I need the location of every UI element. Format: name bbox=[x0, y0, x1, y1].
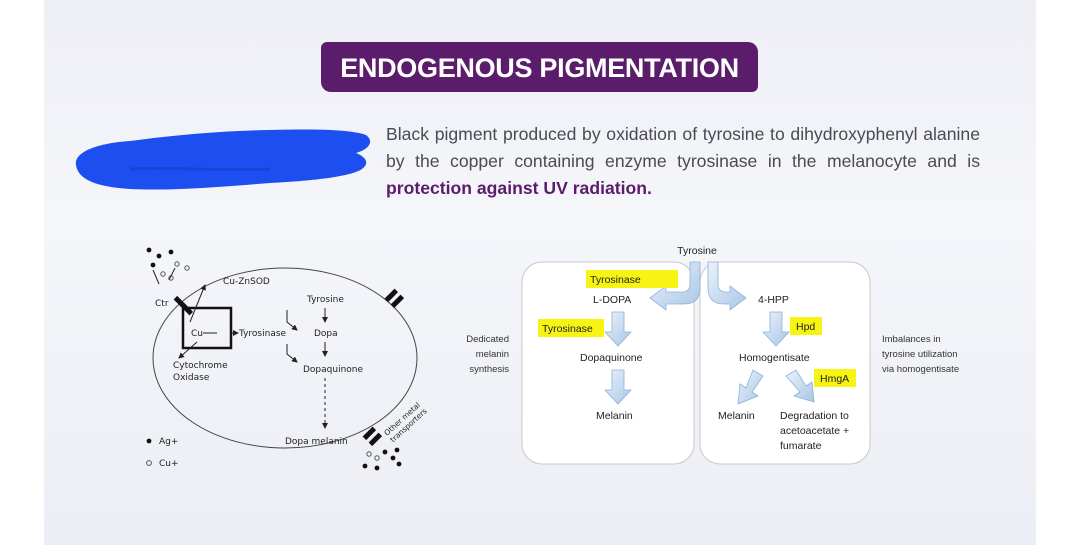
legend-cu-label: Cu+ bbox=[159, 459, 179, 469]
label-melanin-right: Melanin bbox=[718, 410, 755, 422]
description-text: Black pigment produced by oxidation of t… bbox=[386, 124, 980, 171]
slide-title: ENDOGENOUS PIGMENTATION bbox=[321, 42, 758, 92]
description-highlight: protection against UV radiation. bbox=[386, 178, 652, 198]
ion-dots-bottom bbox=[363, 448, 402, 471]
scribble-redaction bbox=[70, 125, 375, 197]
label-ldopa: L-DOPA bbox=[593, 294, 631, 306]
label-hpp: 4-HPP bbox=[758, 294, 789, 306]
label-other-metal: Other metal transporters bbox=[382, 399, 429, 444]
cell-membrane bbox=[153, 268, 417, 448]
svg-text:Dedicated: Dedicated bbox=[466, 334, 509, 345]
label-dopa-melanin: Dopa melanin bbox=[285, 437, 348, 447]
label-oxidase: Oxidase bbox=[173, 373, 210, 383]
legend-cu-dot bbox=[147, 461, 152, 466]
legend-ag-label: Ag+ bbox=[159, 437, 178, 447]
label-cu: Cu bbox=[191, 329, 203, 339]
legend-ag-dot bbox=[147, 439, 152, 444]
label-homogentisate: Homogentisate bbox=[739, 352, 810, 364]
label-ctr: Ctr bbox=[155, 299, 169, 309]
label-tyrosinase: Tyrosinase bbox=[238, 329, 287, 339]
svg-text:via homogentisate: via homogentisate bbox=[882, 364, 959, 375]
label-tyrosine-top: Tyrosine bbox=[677, 245, 717, 257]
svg-text:synthesis: synthesis bbox=[469, 364, 509, 375]
svg-text:melanin: melanin bbox=[476, 349, 509, 360]
label-melanin-left: Melanin bbox=[596, 410, 633, 422]
svg-text:Imbalances in: Imbalances in bbox=[882, 334, 941, 345]
melanocyte-cell-diagram: Ctr Cu Cu-ZnSOD Tyrosinase Cytochrome Ox… bbox=[135, 240, 435, 480]
label-dopaquinone: Dopaquinone bbox=[580, 352, 643, 364]
label-cu-znsod: Cu-ZnSOD bbox=[223, 277, 270, 287]
label-tyrosinase-2: Tyrosinase bbox=[542, 323, 593, 335]
label-hmga: HmgA bbox=[820, 373, 849, 385]
label-dopaquinone: Dopaquinone bbox=[303, 365, 363, 375]
transporter-top-right bbox=[385, 289, 404, 308]
label-tyrosinase-1: Tyrosinase bbox=[590, 274, 641, 286]
label-degradation-3: fumarate bbox=[780, 440, 822, 452]
label-degradation-1: Degradation to bbox=[780, 410, 849, 422]
label-degradation-2: acetoacetate + bbox=[780, 425, 849, 437]
caption-dedicated: Dedicated melanin synthesis bbox=[466, 334, 509, 375]
label-hpd: Hpd bbox=[796, 321, 815, 333]
tyrosine-pathway-diagram: Tyrosine Tyrosinase L-DOPA Tyrosinase Do… bbox=[450, 240, 990, 470]
ion-dots-top bbox=[147, 248, 190, 284]
label-tyrosine: Tyrosine bbox=[306, 295, 344, 305]
svg-text:tyrosine utilization: tyrosine utilization bbox=[882, 349, 958, 360]
label-cytochrome: Cytochrome bbox=[173, 361, 228, 371]
description-paragraph: Black pigment produced by oxidation of t… bbox=[386, 121, 980, 202]
label-dopa: Dopa bbox=[314, 329, 338, 339]
caption-imbalances: Imbalances in tyrosine utilization via h… bbox=[882, 334, 959, 375]
